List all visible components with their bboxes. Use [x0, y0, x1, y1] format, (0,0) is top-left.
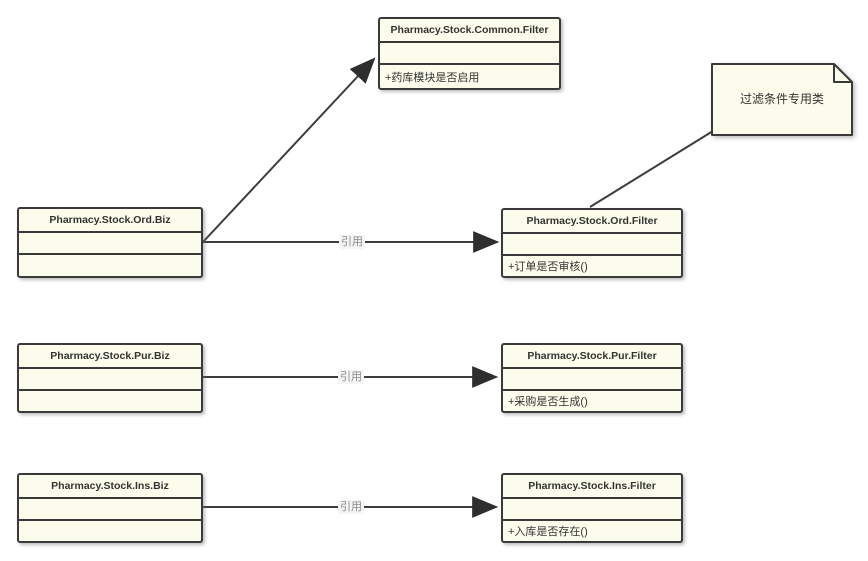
class-box-ins-biz[interactable]: Pharmacy.Stock.Ins.Biz: [17, 473, 203, 543]
edge-label-pur[interactable]: 引用: [338, 370, 364, 384]
class-attribute: [19, 255, 201, 276]
edge-label-ord[interactable]: 引用: [339, 235, 365, 249]
class-fields-compartment: [380, 43, 559, 65]
class-title: Pharmacy.Stock.Pur.Biz: [19, 345, 201, 369]
class-fields-compartment: [503, 234, 681, 256]
edge-ordbiz-to-commonfilter[interactable]: [202, 57, 376, 243]
class-attribute: +订单是否审核(): [508, 261, 588, 273]
class-attribute: +采购是否生成(): [508, 396, 588, 408]
class-box-pur-biz[interactable]: Pharmacy.Stock.Pur.Biz: [17, 343, 203, 413]
class-box-ord-filter[interactable]: Pharmacy.Stock.Ord.Filter +订单是否审核(): [501, 208, 683, 278]
class-title: Pharmacy.Stock.Ord.Filter: [503, 210, 681, 234]
class-fields-compartment: [19, 369, 201, 391]
class-title: Pharmacy.Stock.Common.Filter: [380, 19, 559, 43]
edge-note-to-ordfilter[interactable]: [589, 130, 714, 208]
uml-note[interactable]: [710, 62, 856, 139]
class-box-common-filter[interactable]: Pharmacy.Stock.Common.Filter +药库模块是否启用: [378, 17, 561, 90]
note-fold-icon: [833, 64, 852, 83]
class-attribute: [19, 391, 201, 411]
class-fields-compartment: [19, 499, 201, 521]
note-label: 过滤条件专用类: [739, 92, 824, 106]
class-title: Pharmacy.Stock.Pur.Filter: [503, 345, 681, 369]
class-title: Pharmacy.Stock.Ins.Filter: [503, 475, 681, 499]
note-shape[interactable]: [711, 63, 853, 136]
class-attribute: +入库是否存在(): [508, 526, 588, 538]
class-fields-compartment: [503, 369, 681, 391]
class-fields-compartment: [19, 233, 201, 255]
class-box-ord-biz[interactable]: Pharmacy.Stock.Ord.Biz: [17, 207, 203, 278]
class-box-pur-filter[interactable]: Pharmacy.Stock.Pur.Filter +采购是否生成(): [501, 343, 683, 413]
class-box-ins-filter[interactable]: Pharmacy.Stock.Ins.Filter +入库是否存在(): [501, 473, 683, 543]
class-title: Pharmacy.Stock.Ins.Biz: [19, 475, 201, 499]
class-attribute: [19, 521, 201, 541]
class-attribute: +药库模块是否启用: [385, 71, 480, 84]
edge-label-ins[interactable]: 引用: [338, 500, 364, 514]
class-title: Pharmacy.Stock.Ord.Biz: [19, 209, 201, 233]
class-fields-compartment: [503, 499, 681, 521]
